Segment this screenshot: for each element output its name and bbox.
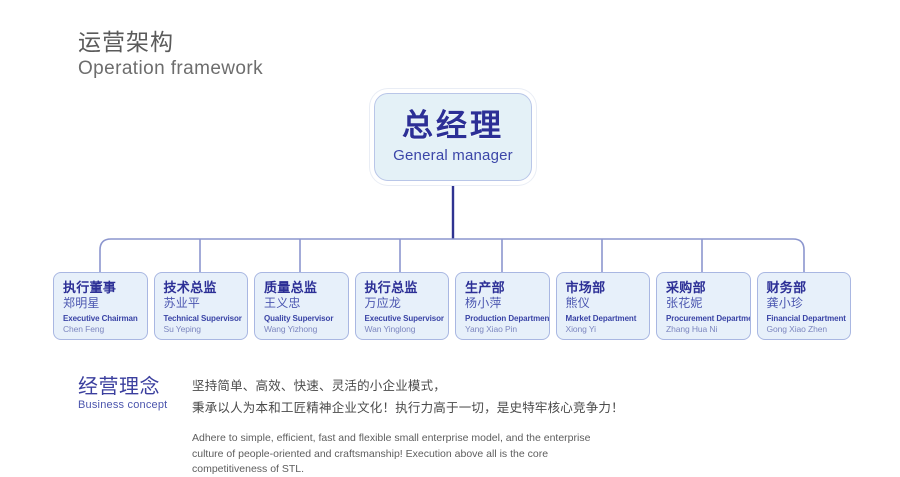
node-market-department[interactable]: 市场部 熊仪 Market Department Xiong Yi [555, 272, 650, 340]
concept-label-en: Business concept [78, 399, 168, 411]
horizontal-bus [99, 238, 805, 272]
concept-label-cn: 经营理念 [78, 376, 160, 398]
dept-title-cn: 执行董事 [63, 280, 117, 295]
dept-name-en: Zhang Hua Ni [666, 324, 718, 335]
dept-name-cn: 郑明星 [63, 296, 100, 311]
page-title-cn: 运营架构 [78, 29, 174, 55]
dept-title-en: Financial Department [766, 313, 846, 323]
dept-name-cn: 熊仪 [565, 296, 590, 311]
concept-cn-line-1: 坚持简单、高效、快速、灵活的小企业模式， [192, 379, 447, 393]
node-executive-supervisor[interactable]: 执行总监 万应龙 Executive Supervisor Wan Yinglo… [354, 272, 449, 340]
manager-title-en: General manager [393, 146, 513, 164]
dept-title-en: Technical Supervisor [163, 313, 242, 323]
dept-name-cn: 杨小萍 [465, 296, 502, 311]
business-concept-body: 坚持简单、高效、快速、灵活的小企业模式， 秉承以人为本和工匠精神企业文化！执行力… [192, 376, 832, 477]
dept-name-en: Wan Yinglong [364, 324, 416, 335]
dept-title-en: Market Department [565, 313, 637, 323]
dept-title-en: Production Department [465, 313, 550, 323]
page-title-en: Operation framework [78, 57, 264, 79]
dept-title-en: Procurement Department [666, 313, 751, 323]
dept-title-en: Executive Chairman [63, 313, 138, 323]
dept-title-cn: 采购部 [666, 280, 706, 295]
concept-cn-line-2: 秉承以人为本和工匠精神企业文化！执行力高于一切，是史特牢核心竞争力！ [192, 400, 624, 415]
page-title-block: 运营架构 Operation framework [78, 28, 263, 81]
node-quality-supervisor[interactable]: 质量总监 王义忠 Quality Supervisor Wang Yizhong [254, 272, 349, 340]
dept-title-en: Quality Supervisor [264, 313, 334, 323]
dept-name-en: Su Yeping [163, 324, 202, 335]
department-row: 执行董事 郑明星 Executive Chairman Chen Feng 技术… [53, 272, 851, 340]
dept-name-cn: 张花妮 [666, 296, 703, 311]
dept-title-cn: 执行总监 [364, 280, 418, 295]
dept-title-cn: 财务部 [766, 280, 807, 295]
node-technical-supervisor[interactable]: 技术总监 苏业平 Technical Supervisor Su Yeping [153, 272, 248, 340]
dept-title-en: Executive Supervisor [364, 313, 444, 323]
dept-name-en: Gong Xiao Zhen [766, 324, 828, 335]
node-general-manager[interactable]: 总经理 General manager [374, 93, 532, 181]
node-executive-chairman[interactable]: 执行董事 郑明星 Executive Chairman Chen Feng [53, 272, 148, 340]
dept-title-cn: 生产部 [465, 280, 505, 295]
dept-name-cn: 王义忠 [264, 296, 301, 311]
dept-name-cn: 龚小珍 [766, 296, 804, 311]
dept-name-cn: 苏业平 [163, 296, 201, 311]
concept-en-paragraph: Adhere to simple, efficient, fast and fl… [192, 431, 591, 476]
dept-title-cn: 技术总监 [163, 280, 217, 295]
dept-name-en: Chen Feng [63, 324, 105, 335]
dept-name-en: Xiong Yi [565, 324, 596, 335]
manager-title-cn: 总经理 [402, 108, 504, 144]
dept-name-en: Yang Xiao Pin [465, 324, 517, 335]
node-financial-department[interactable]: 财务部 龚小珍 Financial Department Gong Xiao Z… [756, 272, 851, 340]
business-concept-label: 经营理念 Business concept [78, 376, 190, 412]
node-procurement-department[interactable]: 采购部 张花妮 Procurement Department Zhang Hua… [656, 272, 751, 340]
dept-title-cn: 市场部 [565, 280, 606, 295]
dept-name-cn: 万应龙 [364, 296, 402, 311]
dept-name-en: Wang Yizhong [264, 324, 318, 335]
dept-title-cn: 质量总监 [264, 280, 318, 295]
node-production-department[interactable]: 生产部 杨小萍 Production Department Yang Xiao … [455, 272, 550, 340]
